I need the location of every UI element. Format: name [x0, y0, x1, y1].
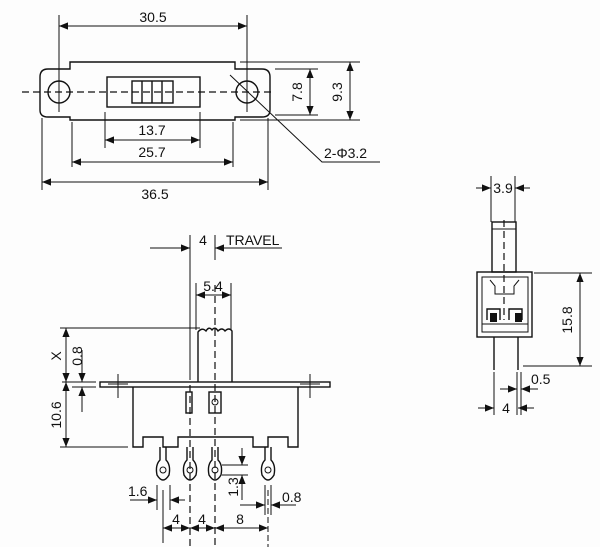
hole-callout: 2-Φ3.2 — [324, 145, 367, 161]
dim-overall-length: 36.5 — [141, 186, 168, 202]
front-view: 3.9 15.8 0.5 4 — [476, 176, 592, 416]
dim-pin-pitch: 4 — [502, 400, 510, 416]
dim-hole-pitch: 30.5 — [139, 9, 166, 25]
dim-body-height: 9.3 — [329, 82, 345, 102]
dim-actuator-height-x: X — [48, 351, 64, 361]
terminals — [155, 447, 276, 481]
dim-pitch-2: 4 — [198, 511, 206, 527]
side-view: 4 TRAVEL 5.4 X 10.6 — [48, 232, 331, 547]
dim-pin-thickness: 0.5 — [531, 371, 551, 387]
mounting-plate-outline — [39, 61, 271, 121]
dim-actuator-width: 5.4 — [203, 278, 223, 294]
switch-body — [132, 387, 299, 448]
dim-actuator-width: 3.9 — [493, 180, 513, 196]
travel-label: TRAVEL — [226, 232, 280, 248]
dim-body-height: 10.6 — [48, 401, 64, 428]
dim-terminal-hole: 1.3 — [225, 477, 241, 497]
dim-pitch-3: 8 — [236, 511, 244, 527]
dim-total-height: 15.8 — [559, 306, 575, 333]
indicator-slot — [185, 391, 193, 414]
dim-body-length: 25.7 — [138, 144, 165, 160]
dim-terminal-thickness: 0.8 — [282, 489, 302, 505]
dim-pitch-1: 4 — [172, 511, 180, 527]
dim-flange-thickness: 0.8 — [69, 346, 85, 366]
dim-slot-length: 13.7 — [138, 122, 165, 138]
body — [476, 271, 533, 338]
dim-actuator-height: 7.8 — [289, 82, 305, 102]
actuator — [197, 327, 233, 382]
dim-terminal-width: 1.6 — [128, 483, 148, 499]
top-view: 30.5 7.8 9.3 13.7 25.7 36.5 2-Φ3.2 — [22, 9, 380, 202]
flange — [99, 381, 331, 388]
indicator-square — [208, 391, 222, 414]
dim-travel: 4 — [199, 232, 207, 248]
